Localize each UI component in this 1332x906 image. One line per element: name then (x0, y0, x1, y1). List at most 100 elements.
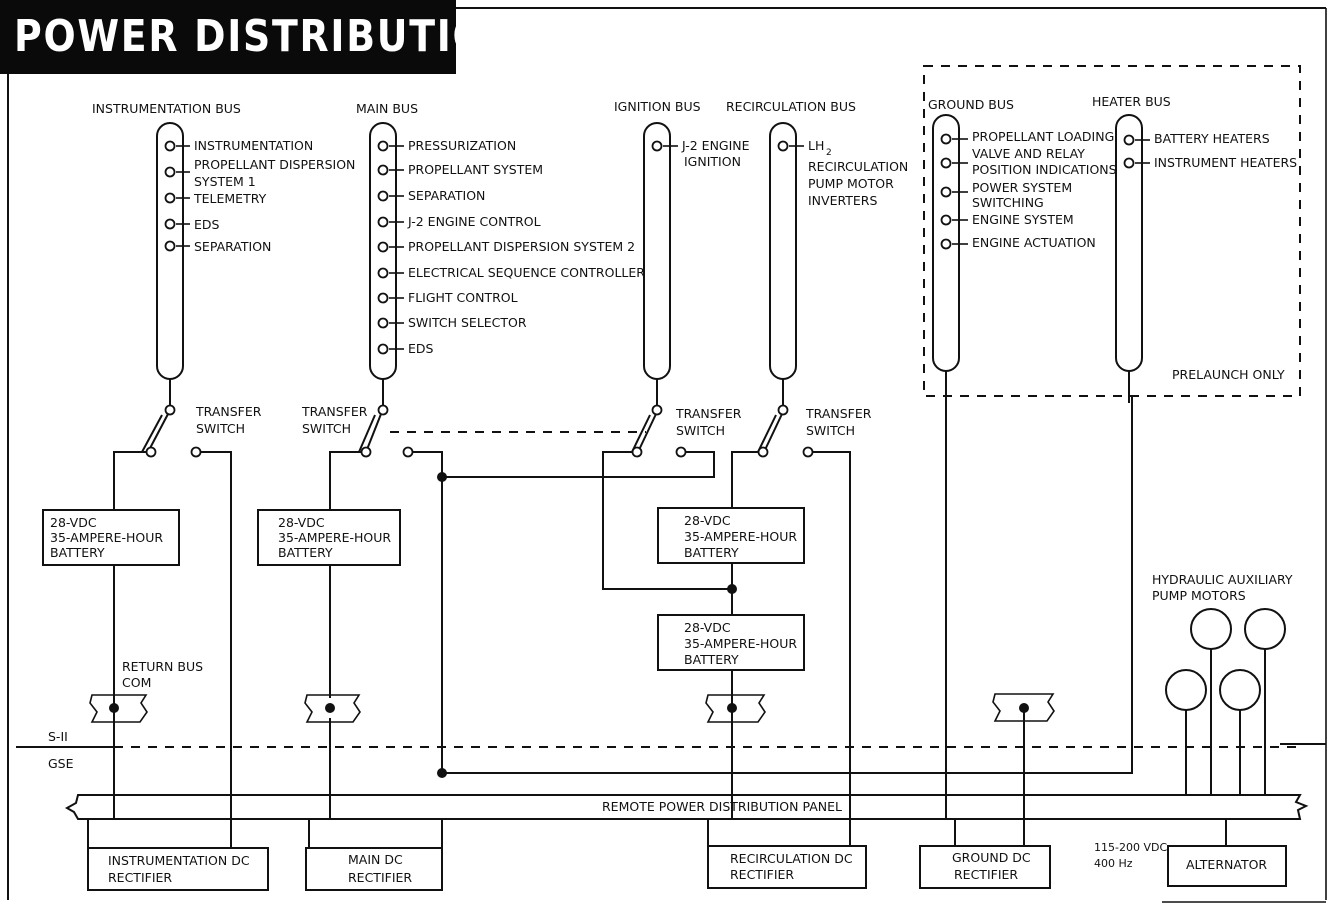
return-bus-label: RETURN BUS (122, 659, 203, 674)
transfer-switch-label: SWITCH (676, 423, 725, 438)
connector-recirculation (705, 694, 766, 723)
prelaunch-box (923, 65, 1301, 397)
load-label: VALVE AND RELAY (972, 146, 1085, 161)
ignition-bus-label: IGNITION BUS (614, 99, 701, 114)
connector-main (304, 694, 361, 723)
load-terminal (164, 140, 176, 152)
battery-label: BATTERY (50, 545, 105, 560)
load-label: FLIGHT CONTROL (408, 290, 518, 305)
alternator-rating: 115-200 VDC (1094, 841, 1167, 854)
load-label: PRESSURIZATION (408, 138, 516, 153)
rectifier-label: RECTIFIER (954, 867, 1018, 882)
battery-label: BATTERY (278, 545, 333, 560)
ground-dc-rectifier (919, 845, 1051, 889)
load-label: SEPARATION (194, 239, 271, 254)
rectifier-label: INSTRUMENTATION DC (108, 853, 250, 868)
instrumentation-loads: INSTRUMENTATION PROPELLANT DISPERSION SY… (164, 138, 355, 254)
ground-loads: PROPELLANT LOADING VALVE AND RELAY POSIT… (940, 129, 1117, 250)
recirculation-bus-label: RECIRCULATION BUS (726, 99, 856, 114)
transfer-switch-label: SWITCH (302, 421, 351, 436)
load-label: J-2 ENGINE (681, 138, 750, 153)
battery-label: 35-AMPERE-HOUR (50, 530, 163, 545)
transfer-switch-label: TRANSFER (301, 404, 368, 419)
switch-pivot (164, 404, 176, 416)
load-label: LH (808, 138, 824, 153)
instrumentation-dc-rectifier (87, 847, 269, 891)
rectifier-label: GROUND DC (952, 850, 1031, 865)
load-label: EDS (194, 217, 220, 232)
pump-motor (1244, 608, 1286, 650)
battery-label: 35-AMPERE-HOUR (684, 636, 797, 651)
switch-contact (190, 446, 202, 458)
load-label: ENGINE ACTUATION (972, 235, 1096, 250)
load-label: POSITION INDICATIONS (972, 162, 1117, 177)
main-dc-rectifier (305, 847, 443, 891)
load-label: RECIRCULATION (808, 159, 908, 174)
stage-label-lower: GSE (48, 756, 74, 771)
hydraulic-label: HYDRAULIC AUXILIARY (1152, 572, 1293, 587)
load-label: PUMP MOTOR (808, 176, 894, 191)
prelaunch-label: PRELAUNCH ONLY (1172, 367, 1285, 382)
load-label: PROPELLANT DISPERSION (194, 157, 355, 172)
return-bus-label: COM (122, 675, 151, 690)
ground-bus-label: GROUND BUS (928, 97, 1014, 112)
load-label: BATTERY HEATERS (1154, 131, 1270, 146)
load-terminal (164, 218, 176, 230)
load-label: SWITCHING (972, 195, 1044, 210)
load-label: PROPELLANT LOADING (972, 129, 1114, 144)
battery-label: BATTERY (684, 652, 739, 667)
load-terminal (164, 166, 176, 178)
switch-blade (147, 413, 169, 453)
pump-motor (1190, 608, 1232, 650)
load-label: J-2 ENGINE CONTROL (407, 214, 541, 229)
load-label: POWER SYSTEM (972, 180, 1072, 195)
load-label: ELECTRICAL SEQUENCE CONTROLLER (408, 265, 645, 280)
remote-power-distribution-panel: REMOTE POWER DISTRIBUTION PANEL (64, 794, 1309, 820)
recirculation-loads: LH 2 RECIRCULATION PUMP MOTOR INVERTERS (777, 138, 908, 208)
load-label: PROPELLANT DISPERSION SYSTEM 2 (408, 239, 635, 254)
battery-label: 28-VDC (50, 515, 97, 530)
ignition-bus-bar (643, 122, 671, 380)
load-label: EDS (408, 341, 434, 356)
rectifier-label: RECTIFIER (730, 867, 794, 882)
rectifier-label: MAIN DC (348, 852, 403, 867)
connector-ground (992, 693, 1055, 722)
load-label: ENGINE SYSTEM (972, 212, 1074, 227)
transfer-switch-label: TRANSFER (805, 406, 872, 421)
connector-instrumentation (89, 694, 148, 723)
load-label: INSTRUMENT HEATERS (1154, 155, 1297, 170)
pump-motor (1165, 669, 1207, 711)
load-label: IGNITION (684, 154, 741, 169)
hydraulic-label: PUMP MOTORS (1152, 588, 1246, 603)
title-banner: POWER DISTRIBUTION (0, 0, 518, 74)
battery-label: 35-AMPERE-HOUR (278, 530, 391, 545)
load-label: INSTRUMENTATION (194, 138, 313, 153)
rectifier-label: RECTIFIER (348, 870, 412, 885)
load-label: PROPELLANT SYSTEM (408, 162, 543, 177)
main-loads: PRESSURIZATION PROPELLANT SYSTEM SEPARAT… (377, 138, 645, 356)
load-terminal (164, 240, 176, 252)
battery-label: 28-VDC (684, 620, 731, 635)
heater-bus-bar (1115, 114, 1143, 372)
alternator-label: ALTERNATOR (1186, 857, 1267, 872)
transfer-switch-label: TRANSFER (195, 404, 262, 419)
transfer-switch-label: TRANSFER (675, 406, 742, 421)
load-label: TELEMETRY (193, 191, 267, 206)
diagram-title: POWER DISTRIBUTION (14, 11, 520, 62)
battery-instrumentation (42, 509, 180, 566)
instrumentation-bus-label: INSTRUMENTATION BUS (92, 101, 241, 116)
recirculation-dc-rectifier (707, 845, 867, 889)
load-label-subscript: 2 (826, 148, 832, 158)
stage-label-upper: S-II (48, 729, 68, 744)
transfer-switch-label: SWITCH (806, 423, 855, 438)
battery-label: 28-VDC (684, 513, 731, 528)
alternator (1167, 845, 1287, 887)
battery-label: 35-AMPERE-HOUR (684, 529, 797, 544)
load-label: SYSTEM 1 (194, 174, 256, 189)
rectifier-label: RECIRCULATION DC (730, 851, 853, 866)
alternator-rating: 400 Hz (1094, 857, 1133, 870)
heater-loads: BATTERY HEATERS INSTRUMENT HEATERS (1123, 131, 1297, 170)
load-terminal (164, 192, 176, 204)
battery-label: 28-VDC (278, 515, 325, 530)
